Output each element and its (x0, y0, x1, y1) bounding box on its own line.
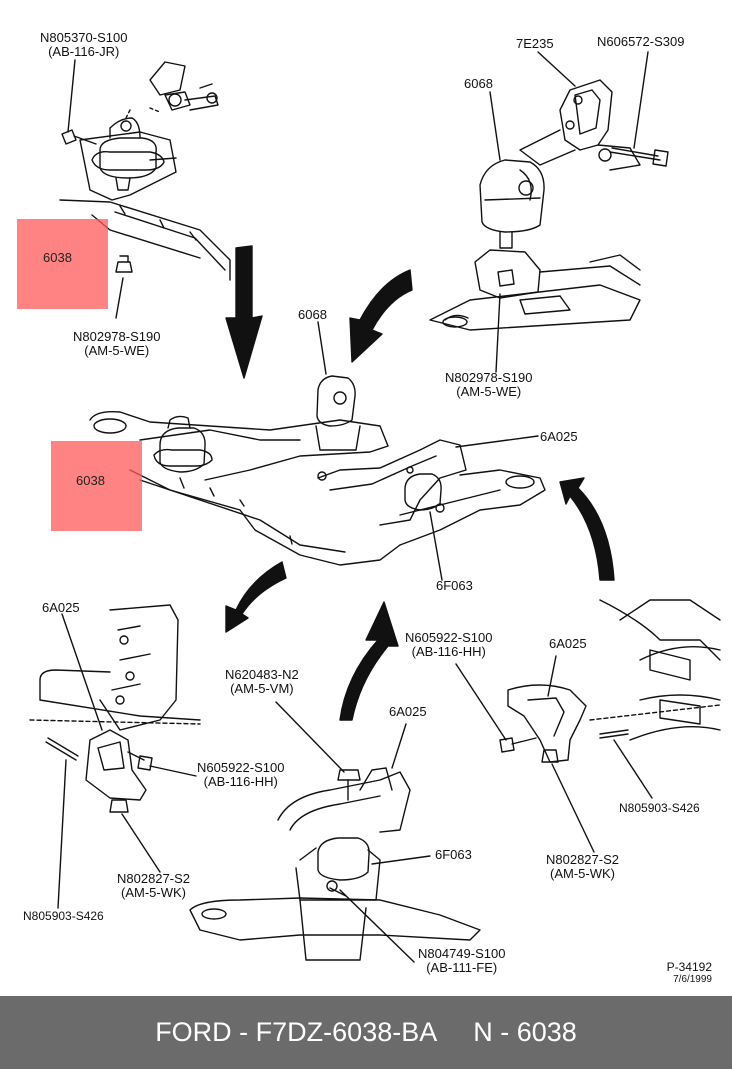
callout-bc-bracket: 6A025 (389, 704, 427, 719)
highlight-box-6038-center (51, 441, 142, 531)
footer-bar: FORD - F7DZ-6038-BA N - 6038 (0, 996, 732, 1069)
callout-top-right-nut: N802978-S190 (AM-5-WE) (445, 371, 532, 399)
part-code: (AM-5-WK) (550, 866, 615, 881)
callout-bc-mount: 6F063 (435, 847, 472, 862)
callout-br-bracket: 6A025 (549, 636, 587, 651)
part-number: N802827-S2 (546, 852, 619, 867)
callout-br-stud: N805903-S426 (619, 801, 700, 815)
part-number: N802978-S190 (73, 329, 161, 344)
part-number: N804749-S100 (418, 946, 506, 961)
callout-bc-nut: N620483-N2 (AM-5-VM) (225, 668, 299, 696)
part-code: (AM-5-WK) (121, 885, 186, 900)
callout-center-mount: 6F063 (436, 578, 473, 593)
callout-top-right-insulator: 6068 (464, 76, 493, 91)
callout-top-right-bracket: 7E235 (516, 36, 554, 51)
callout-bc-bolt: N804749-S100 (AB-111-FE) (418, 947, 505, 975)
bottom-center-detail-illustration (189, 701, 481, 963)
callout-center-bracket: 6A025 (540, 429, 578, 444)
part-number: N620483-N2 (225, 667, 299, 682)
reference-date: 7/6/1999 (673, 974, 712, 985)
assembly-arrows (225, 245, 615, 721)
part-number: N605922-S100 (405, 630, 493, 645)
callout-bl-nut: N802827-S2 (AM-5-WK) (117, 872, 190, 900)
part-code: (AB-111-FE) (426, 960, 498, 975)
footer-text: FORD - F7DZ-6038-BA N - 6038 (155, 1017, 577, 1047)
engine-mount-diagram (29, 51, 721, 963)
callout-bl-stud: N805903-S426 (23, 909, 104, 923)
part-code: (AM-5-WE) (456, 384, 522, 399)
callout-top-right-bolt: N606572-S309 (597, 34, 685, 49)
part-number: N802827-S2 (117, 871, 190, 886)
callout-br-nut: N802827-S2 (AM-5-WK) (546, 853, 619, 881)
part-code: (AB-116-HH) (203, 774, 278, 789)
callout-bl-bolt: N605922-S100 (AB-116-HH) (197, 761, 284, 789)
part-number: N802978-S190 (445, 370, 533, 385)
top-right-mount-illustration (429, 51, 669, 373)
callout-top-left-bolt: N805370-S100 (AB-116-JR) (40, 31, 127, 59)
highlight-box-6038-top (17, 219, 108, 309)
part-code: (AB-116-JR) (48, 44, 120, 59)
callout-top-left-nut: N802978-S190 (AM-5-WE) (73, 330, 160, 358)
center-crossmember-illustration (89, 321, 546, 581)
part-code: (AM-5-VM) (230, 681, 294, 696)
part-code: (AB-116-HH) (411, 644, 486, 659)
callout-bl-bracket: 6A025 (42, 600, 80, 615)
highlight-label-6038-center: 6038 (76, 473, 105, 488)
bottom-left-detail-illustration (29, 604, 201, 909)
part-code: (AM-5-WE) (84, 343, 150, 358)
callout-br-bolt: N605922-S100 (AB-116-HH) (405, 631, 492, 659)
reference-number: P-34192 (666, 960, 712, 974)
part-number: N805370-S100 (40, 30, 128, 45)
callout-center-insulator: 6068 (298, 307, 327, 322)
bottom-right-detail-illustration (455, 599, 721, 853)
part-number: N605922-S100 (197, 760, 285, 775)
highlight-label-6038-top: 6038 (43, 250, 72, 265)
